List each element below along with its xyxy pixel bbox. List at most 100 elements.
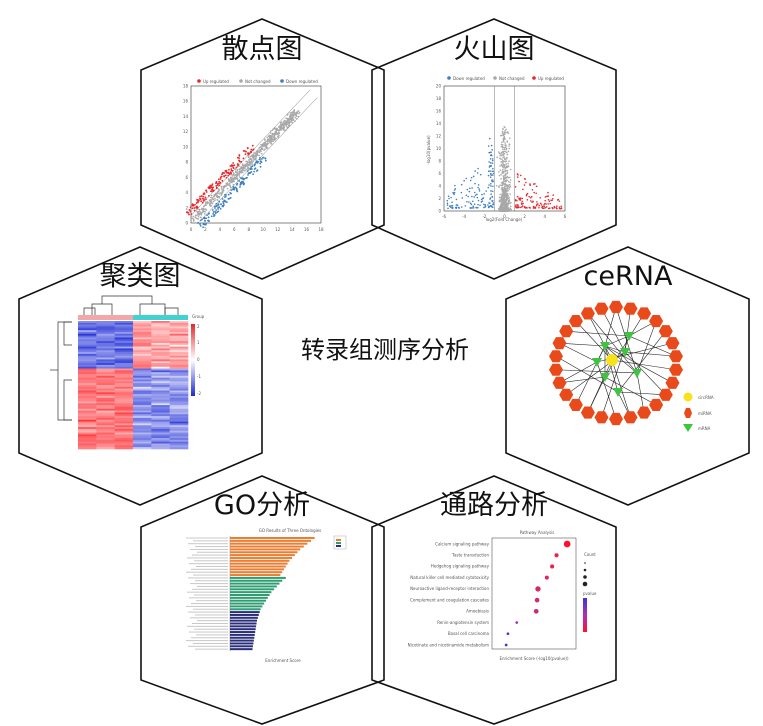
- heatmap-cell: [96, 326, 115, 329]
- heatmap-cell: [169, 423, 189, 426]
- scatter-point: [200, 213, 203, 216]
- volcano-point: [498, 152, 501, 155]
- down-point: [470, 203, 473, 206]
- go-term-label: [197, 551, 228, 553]
- heatmap-cell: [78, 337, 97, 340]
- scatter-point: [232, 179, 234, 182]
- scatter-point: [269, 130, 272, 133]
- heatmap-cell: [96, 339, 115, 342]
- up-point: [535, 192, 537, 195]
- heatmap-cell: [114, 368, 134, 371]
- heatmap-cell: [151, 375, 170, 378]
- volcano-point: [509, 207, 512, 210]
- down-point: [260, 161, 263, 164]
- up-point: [225, 176, 228, 179]
- pathway-dot: [550, 564, 555, 569]
- up-point: [201, 197, 204, 200]
- heatmap-cell: [78, 447, 97, 450]
- scatter-title: 散点图: [222, 34, 303, 65]
- y-tick-label: 10: [436, 146, 442, 151]
- scatter-point: [198, 210, 201, 212]
- volcano-point: [507, 180, 510, 183]
- go-bar: [230, 591, 272, 594]
- scatter-legend: Up regulated Not changed Down regulated: [197, 79, 318, 84]
- legend-down-dot: [447, 76, 451, 80]
- up-point: [224, 174, 227, 177]
- scatter-point: [275, 127, 278, 130]
- up-point: [521, 197, 524, 200]
- scatter-point: [225, 185, 227, 188]
- heatmap-cell: [133, 386, 152, 389]
- heatmap-cell: [114, 346, 134, 349]
- down-point: [217, 208, 219, 210]
- scatter-point: [285, 117, 287, 119]
- up-point: [534, 183, 536, 185]
- go-term-label: [187, 557, 228, 559]
- heatmap-cell: [133, 372, 152, 375]
- legend-mrna: mRNA: [698, 426, 711, 431]
- heatmap-cell: [151, 352, 170, 355]
- scatter-point: [287, 123, 289, 126]
- heatmap-cell: [96, 379, 115, 382]
- scatter-point: [232, 180, 234, 183]
- volcano-point: [499, 200, 502, 203]
- heatmap-cell: [114, 348, 134, 351]
- heatmap-cell: [133, 324, 152, 327]
- x-tick-label: 6: [233, 227, 236, 232]
- scatter-point: [252, 158, 255, 160]
- up-point: [533, 191, 535, 194]
- scatter-point: [230, 173, 233, 176]
- down-point: [477, 184, 480, 186]
- down-point: [259, 165, 262, 168]
- go-bar: [230, 548, 301, 551]
- up-point: [544, 199, 547, 202]
- go-xlabel: Enrichment Score: [265, 658, 301, 663]
- down-point: [482, 197, 485, 199]
- heatmap-cell: [133, 379, 152, 382]
- down-point: [201, 218, 203, 221]
- down-point: [455, 204, 458, 206]
- heatmap-cell: [78, 432, 97, 435]
- heatmap-cell: [78, 405, 97, 408]
- heatmap-cell: [96, 445, 115, 448]
- heatmap-cell: [151, 423, 170, 426]
- heatmap-cell: [169, 403, 189, 406]
- heatmap-cell: [78, 346, 97, 349]
- volcano-point: [508, 183, 511, 186]
- heatmap-cell: [133, 348, 152, 351]
- heatmap-cell: [133, 359, 152, 362]
- heatmap-cell: [151, 417, 170, 421]
- up-point: [516, 206, 518, 209]
- pathway-dot: [563, 540, 571, 548]
- heatmap-cell: [78, 436, 97, 439]
- volcano-point: [506, 169, 509, 172]
- mirna-node: [580, 406, 595, 419]
- up-point: [526, 198, 529, 201]
- up-point: [199, 195, 201, 198]
- scatter-point: [260, 152, 263, 155]
- heatmap-cell: [78, 331, 97, 335]
- group-bar-a: [78, 315, 133, 320]
- up-point: [187, 211, 190, 214]
- scatter-point: [204, 202, 207, 205]
- scatter-point: [280, 123, 282, 126]
- down-point: [470, 176, 473, 179]
- volcano-point: [509, 210, 512, 212]
- heatmap-cell: [133, 352, 152, 355]
- down-point: [251, 165, 254, 168]
- up-point: [543, 204, 545, 206]
- go-term-label: [197, 620, 228, 622]
- y-tick-label: 0: [185, 221, 188, 226]
- scatter-point: [278, 132, 281, 135]
- mirna-node: [623, 411, 638, 424]
- up-point: [195, 202, 198, 204]
- heatmap-cell: [169, 321, 189, 324]
- volcano-point: [501, 158, 503, 161]
- scatter-point: [233, 173, 235, 175]
- heatmap-cell: [133, 392, 152, 395]
- volcano-point: [500, 209, 503, 212]
- down-point: [481, 200, 484, 202]
- heatmap-cell: [133, 434, 152, 437]
- go-term-label: [191, 637, 228, 639]
